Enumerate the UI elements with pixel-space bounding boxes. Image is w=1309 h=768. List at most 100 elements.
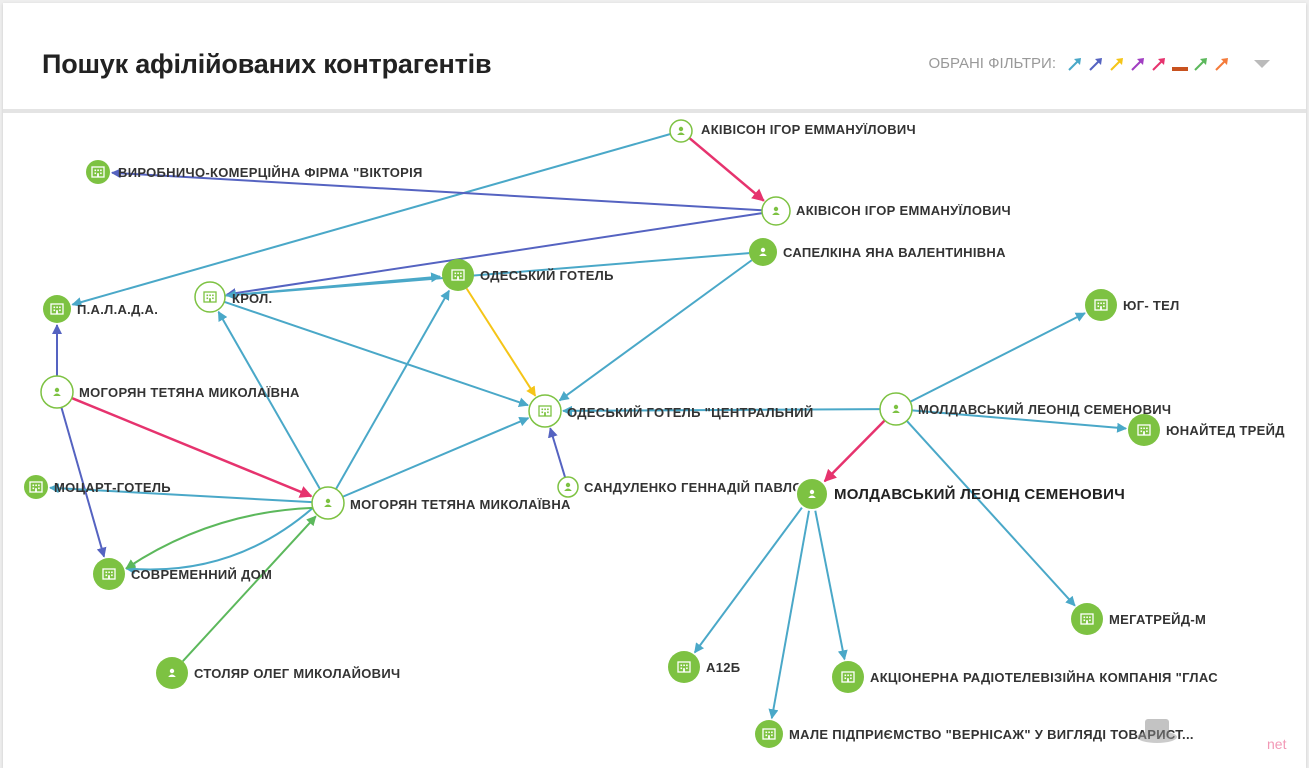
filter-arrow-icon[interactable] bbox=[1131, 57, 1144, 71]
edge-moldavskyi2-verinsazh[interactable] bbox=[768, 509, 811, 720]
edge-moldavskyi2-a12b[interactable] bbox=[693, 506, 804, 654]
person-icon bbox=[53, 387, 61, 396]
node-label: ЮНАЙТЕД ТРЕЙД bbox=[1166, 423, 1285, 438]
edge-mogoryan2-krol[interactable] bbox=[217, 310, 321, 490]
edge-sandulenko-central[interactable] bbox=[548, 427, 567, 478]
building-icon bbox=[1137, 424, 1151, 436]
edge-krol-central[interactable] bbox=[223, 300, 529, 408]
node-verinsazh[interactable]: МАЛЕ ПІДПРИЄМСТВО "ВЕРНІСАЖ" У ВИГЛЯДІ Т… bbox=[755, 720, 1194, 748]
person-icon bbox=[892, 404, 900, 413]
node-mozart[interactable]: МОЦАРТ-ГОТЕЛЬ bbox=[24, 475, 171, 499]
filter-arrow-icon[interactable] bbox=[1172, 66, 1188, 71]
edge-odeskyi-central[interactable] bbox=[465, 287, 537, 397]
node-akivison1[interactable]: АКІВІСОН ІГОР ЕММАНУЇЛОВИЧ bbox=[669, 119, 916, 143]
edge-akivison2-viktoria[interactable] bbox=[110, 168, 763, 212]
filter-arrow-icon[interactable] bbox=[1152, 57, 1165, 71]
person-icon bbox=[808, 489, 816, 498]
person-icon bbox=[759, 247, 767, 256]
filter-arrows[interactable] bbox=[1066, 56, 1236, 72]
edge-krol-odeskyi[interactable] bbox=[224, 272, 442, 297]
node-label: ВИРОБНИЧО-КОМЕРЦІЙНА ФІРМА "ВІКТОРІЯ bbox=[118, 165, 423, 180]
node-label: МОЛДАВСЬКИЙ ЛЕОНІД СЕМЕНОВИЧ bbox=[918, 402, 1171, 417]
person-icon bbox=[168, 668, 176, 677]
edge-akivison2-krol[interactable] bbox=[225, 212, 763, 299]
node-label: ЮГ- ТЕЛ bbox=[1123, 298, 1180, 313]
panel-header: Пошук афілійованих контрагентів ОБРАНІ Ф… bbox=[3, 3, 1306, 113]
filters-dropdown-icon[interactable] bbox=[1254, 59, 1270, 68]
edge-moldavskyi1-moldavskyi2[interactable] bbox=[823, 419, 886, 483]
node-moldavskyi1[interactable]: МОЛДАВСЬКИЙ ЛЕОНІД СЕМЕНОВИЧ bbox=[879, 392, 1171, 426]
person-icon bbox=[677, 126, 685, 135]
edge-akivison1-palada[interactable] bbox=[71, 133, 671, 307]
building-icon bbox=[538, 405, 552, 417]
person-icon bbox=[772, 206, 780, 215]
node-viktoria[interactable]: ВИРОБНИЧО-КОМЕРЦІЙНА ФІРМА "ВІКТОРІЯ bbox=[86, 160, 423, 184]
node-odeskyi[interactable]: ОДЕСЬКИЙ ГОТЕЛЬ bbox=[442, 259, 614, 291]
filter-arrow-icon[interactable] bbox=[1194, 57, 1207, 71]
edge-mogoryan1-mogoryan2[interactable] bbox=[71, 396, 313, 498]
node-label: АКІВІСОН ІГОР ЕММАНУЇЛОВИЧ bbox=[796, 203, 1011, 218]
edge-stolyar-mogoryan2[interactable] bbox=[182, 515, 317, 662]
selected-filters: ОБРАНІ ФІЛЬТРИ: bbox=[928, 55, 1270, 72]
filter-arrow-icon[interactable] bbox=[1068, 57, 1081, 71]
edge-mogoryan2-mozart[interactable] bbox=[48, 483, 313, 504]
node-label: САНДУЛЕНКО ГЕННАДІЙ ПАВЛО bbox=[584, 480, 803, 495]
edge-moldavskyi1-central[interactable] bbox=[562, 405, 881, 416]
building-icon bbox=[1094, 299, 1108, 311]
node-megatreid[interactable]: МЕГАТРЕЙД-М bbox=[1071, 603, 1206, 635]
node-mogoryan2[interactable]: МОГОРЯН ТЕТЯНА МИКОЛАЇВНА bbox=[311, 486, 571, 520]
edge-akivison1-akivison2[interactable] bbox=[688, 137, 765, 202]
node-central[interactable]: ОДЕСЬКИЙ ГОТЕЛЬ "ЦЕНТРАЛЬНИЙ bbox=[528, 394, 814, 428]
panel: Пошук афілійованих контрагентів ОБРАНІ Ф… bbox=[3, 3, 1306, 768]
node-moldavskyi2[interactable]: МОЛДАВСЬКИЙ ЛЕОНІД СЕМЕНОВИЧ bbox=[795, 477, 1125, 511]
filters-label: ОБРАНІ ФІЛЬТРИ: bbox=[928, 55, 1056, 72]
edge-sapelkina-central[interactable] bbox=[558, 259, 753, 402]
watermark-text: net bbox=[1267, 736, 1287, 752]
person-icon bbox=[564, 482, 572, 491]
edge-mogoryan2-sovremennyi[interactable] bbox=[125, 506, 313, 570]
building-icon bbox=[50, 303, 64, 315]
node-united[interactable]: ЮНАЙТЕД ТРЕЙД bbox=[1128, 414, 1285, 446]
node-label: ОДЕСЬКИЙ ГОТЕЛЬ "ЦЕНТРАЛЬНИЙ bbox=[567, 405, 814, 420]
node-label: КРОЛ. bbox=[232, 291, 272, 306]
page-title: Пошук афілійованих контрагентів bbox=[42, 49, 492, 79]
node-label: А12Б bbox=[706, 660, 740, 675]
filter-arrow-icon[interactable] bbox=[1110, 57, 1123, 71]
edge-mogoryan2-sovremennyi[interactable] bbox=[125, 507, 314, 575]
edge-mogoryan2-odeskyi[interactable] bbox=[335, 289, 450, 490]
node-krol[interactable]: КРОЛ. bbox=[194, 281, 272, 313]
building-icon bbox=[91, 166, 105, 178]
filter-arrow-icon[interactable] bbox=[1215, 57, 1228, 71]
node-sovremennyi[interactable]: СОВРЕМЕННИЙ ДОМ bbox=[93, 558, 272, 590]
building-icon bbox=[102, 568, 116, 580]
node-label: СОВРЕМЕННИЙ ДОМ bbox=[131, 567, 272, 582]
edge-moldavskyi1-united[interactable] bbox=[911, 409, 1128, 433]
node-label: МОГОРЯН ТЕТЯНА МИКОЛАЇВНА bbox=[79, 385, 300, 400]
node-label: МОГОРЯН ТЕТЯНА МИКОЛАЇВНА bbox=[350, 497, 571, 512]
edge-moldavskyi2-akcionerna[interactable] bbox=[814, 509, 848, 661]
edge-mogoryan1-sovremennyi[interactable] bbox=[60, 407, 107, 558]
edge-moldavskyi1-megatreid[interactable] bbox=[906, 420, 1076, 607]
node-label: МАЛЕ ПІДПРИЄМСТВО "ВЕРНІСАЖ" У ВИГЛЯДІ Т… bbox=[789, 727, 1194, 742]
node-yugtel[interactable]: ЮГ- ТЕЛ bbox=[1085, 289, 1180, 321]
node-label: АКЦІОНЕРНА РАДІОТЕЛЕВІЗІЙНА КОМПАНІЯ "ГЛ… bbox=[870, 670, 1218, 685]
node-sapelkina[interactable]: САПЕЛКІНА ЯНА ВАЛЕНТИНІВНА bbox=[749, 238, 1006, 266]
building-icon bbox=[203, 291, 217, 303]
node-label: МОЛДАВСЬКИЙ ЛЕОНІД СЕМЕНОВИЧ bbox=[834, 485, 1125, 503]
node-sandulenko[interactable]: САНДУЛЕНКО ГЕННАДІЙ ПАВЛО bbox=[557, 476, 803, 498]
node-palada[interactable]: П.А.Л.А.Д.А. bbox=[43, 295, 158, 323]
node-label: МЕГАТРЕЙД-М bbox=[1109, 612, 1206, 627]
node-a12b[interactable]: А12Б bbox=[668, 651, 740, 683]
node-label: СТОЛЯР ОЛЕГ МИКОЛАЙОВИЧ bbox=[194, 666, 400, 681]
filter-arrow-icon[interactable] bbox=[1089, 57, 1102, 71]
edge-moldavskyi1-yugtel[interactable] bbox=[909, 312, 1086, 403]
node-label: П.А.Л.А.Д.А. bbox=[77, 302, 158, 317]
edge-mogoryan2-central[interactable] bbox=[342, 416, 530, 498]
watermark-logo: net bbox=[1117, 699, 1297, 764]
building-icon bbox=[762, 728, 776, 740]
node-mogoryan1[interactable]: МОГОРЯН ТЕТЯНА МИКОЛАЇВНА bbox=[40, 375, 300, 409]
building-icon bbox=[1080, 613, 1094, 625]
node-stolyar[interactable]: СТОЛЯР ОЛЕГ МИКОЛАЙОВИЧ bbox=[156, 657, 400, 689]
node-akivison2[interactable]: АКІВІСОН ІГОР ЕММАНУЇЛОВИЧ bbox=[761, 196, 1011, 226]
node-akcionerna[interactable]: АКЦІОНЕРНА РАДІОТЕЛЕВІЗІЙНА КОМПАНІЯ "ГЛ… bbox=[832, 661, 1218, 693]
